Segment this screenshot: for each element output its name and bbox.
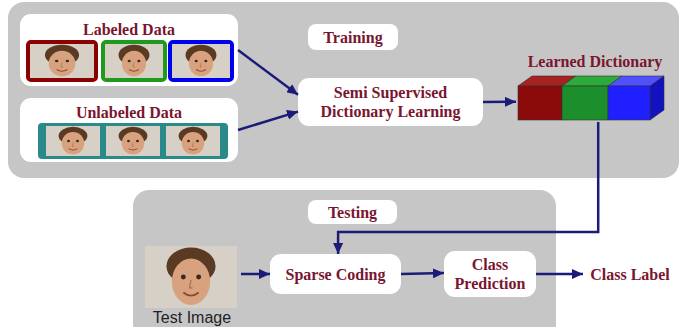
dictionary-cubes [516, 74, 674, 122]
flow-arrow [536, 273, 583, 276]
output-label: Class Label [583, 264, 677, 284]
box-label: Class Label [583, 264, 677, 284]
image-caption: Test Image [143, 308, 241, 327]
process-box: Sparse Coding [270, 254, 401, 294]
box-label: Class Prediction [444, 251, 536, 297]
process-box: Semi Supervised Dictionary Learning [298, 78, 483, 126]
box-label: Sparse Coding [270, 254, 401, 294]
unlabeled-data-box: Unlabeled Data [20, 98, 238, 162]
panel-heading: Testing [308, 200, 397, 224]
box-label: Semi Supervised Dictionary Learning [298, 78, 483, 126]
panel-heading: Training [308, 24, 398, 50]
flow-arrow [401, 272, 444, 275]
dictionary-block: Learned Dictionary [516, 50, 674, 122]
testing-panel: Testing Test Image Sparse Coding Class Pre… [133, 190, 556, 327]
box-label: Labeled Data [20, 18, 238, 40]
test-image: Test Image [143, 246, 241, 327]
flow-arrow [238, 112, 298, 130]
flow-arrow [483, 101, 516, 104]
flow-arrow [241, 273, 270, 276]
labeled-data-box: Labeled Data [20, 14, 238, 86]
box-label: Unlabeled Data [20, 101, 238, 123]
process-box: Class Prediction [444, 251, 536, 297]
test-face [145, 246, 237, 308]
box-label: Learned Dictionary [516, 50, 674, 72]
flow-arrow [238, 50, 298, 95]
training-panel: Training Labeled Data Unlabeled Data Semi… [8, 2, 679, 178]
flow-arrow [338, 122, 598, 254]
